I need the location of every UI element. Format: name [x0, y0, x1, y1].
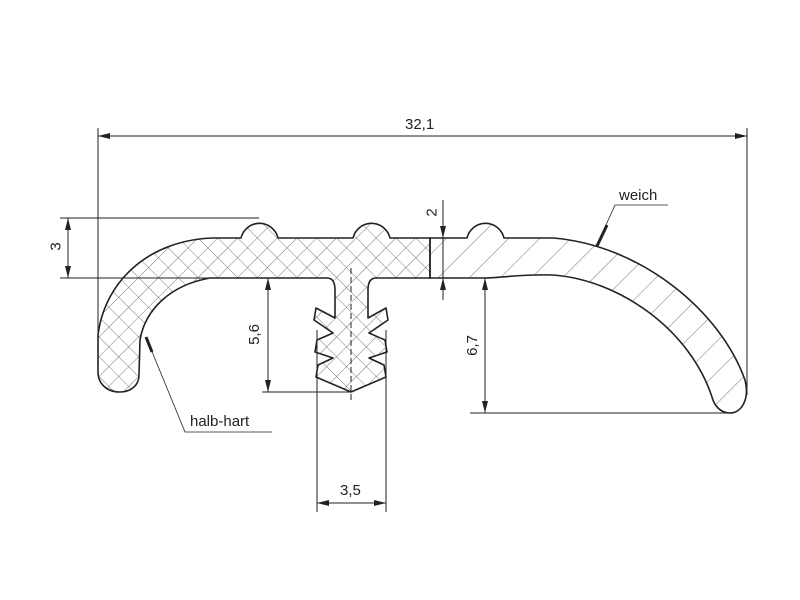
dim-stem-width: 3,5	[340, 482, 361, 499]
dim-flange-height: 3	[47, 242, 65, 251]
dim-overall-width: 32,1	[405, 116, 435, 133]
hard-section	[97, 222, 431, 393]
label-soft-material: weich	[619, 187, 658, 204]
dim-lip-depth: 6,7	[463, 335, 481, 356]
dimension-lines	[60, 128, 748, 512]
dim-web-thickness: 2	[423, 208, 441, 217]
dim-stem-depth: 5,6	[245, 324, 263, 345]
label-hard-material: halb-hart	[190, 413, 250, 430]
soft-section	[429, 222, 748, 414]
